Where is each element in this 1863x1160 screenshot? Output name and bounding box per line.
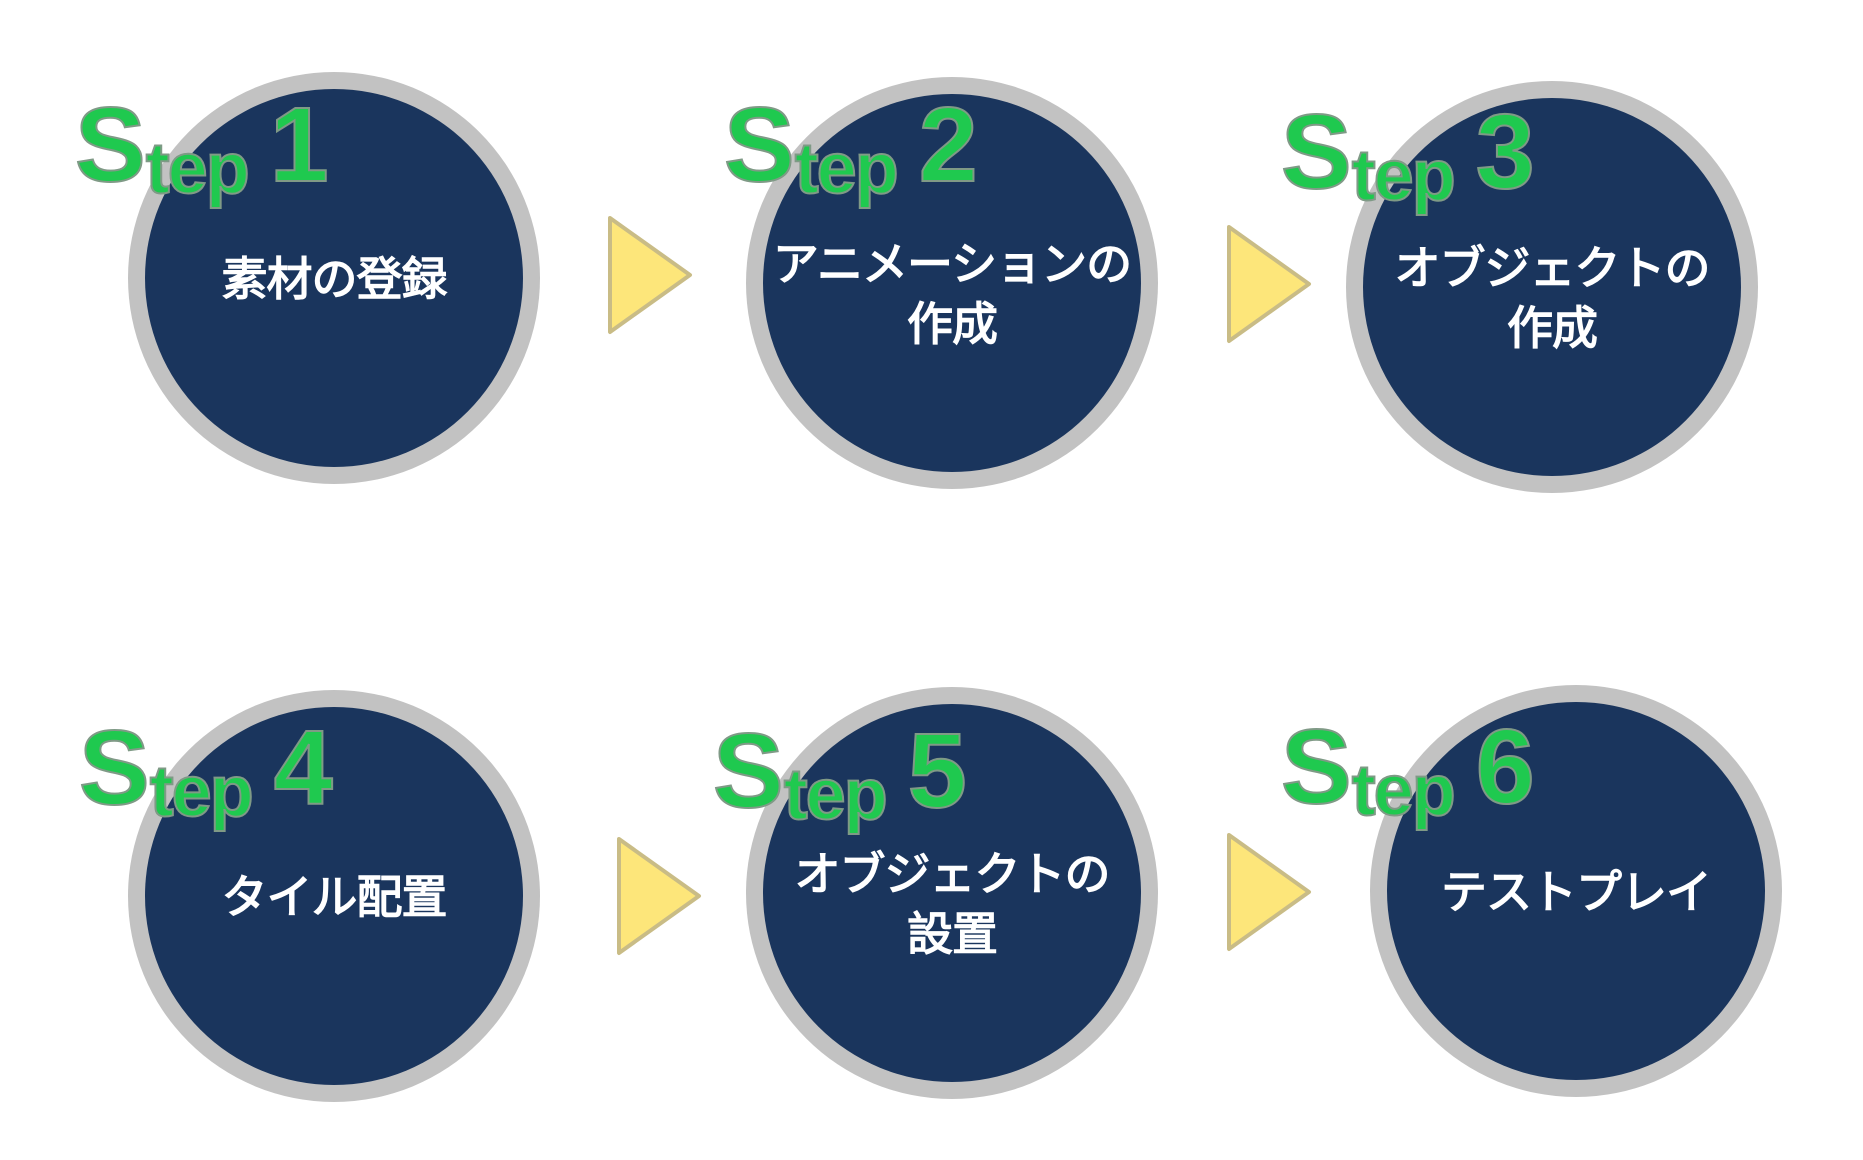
step-5-text-line2: 設置 (907, 907, 998, 961)
step-4-text: タイル配置 (221, 870, 448, 924)
right-arrow-icon (617, 837, 701, 955)
step-2-text-line2: 作成 (907, 297, 998, 351)
step-2-circle: アニメーションの作成 (746, 77, 1158, 489)
step-2-text-line1: アニメーションの (772, 237, 1132, 291)
right-arrow-icon (1227, 225, 1311, 343)
step-3-text-line2: 作成 (1507, 301, 1598, 355)
step-3-text-line1: オブジェクトの (1394, 241, 1711, 295)
step-1-circle: 素材の登録 (128, 72, 540, 484)
right-arrow-icon (608, 216, 692, 334)
right-arrow-icon (1227, 833, 1311, 951)
step-5-circle: オブジェクトの設置 (746, 687, 1158, 1099)
step-6-text: テストプレイ (1441, 865, 1712, 919)
step-1-text: 素材の登録 (221, 252, 448, 306)
step-4-circle: タイル配置 (128, 690, 540, 1102)
step-5-text-line1: オブジェクトの (794, 847, 1111, 901)
step-6-circle: テストプレイ (1370, 685, 1782, 1097)
step-3-circle: オブジェクトの作成 (1346, 81, 1758, 493)
